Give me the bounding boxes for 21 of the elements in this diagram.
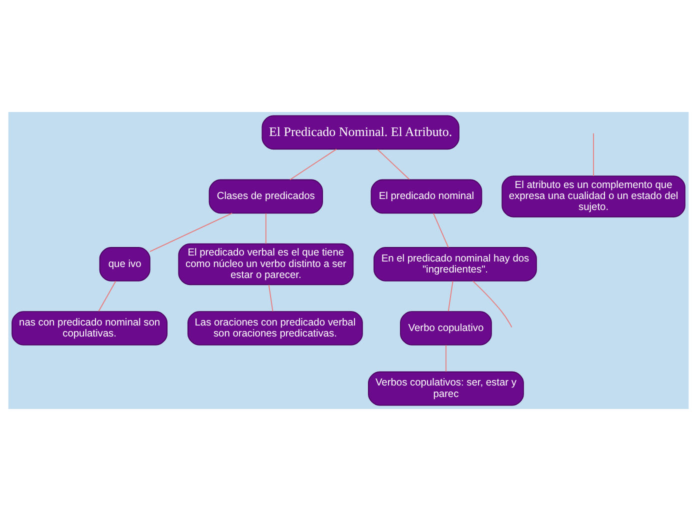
node-box: Clases de predicados <box>208 178 323 214</box>
connector <box>448 280 454 312</box>
node-box: nas con predicado nominal son copulativas. <box>12 310 168 345</box>
connector <box>98 280 116 312</box>
connector <box>268 284 274 312</box>
connector <box>265 212 266 244</box>
node-box: que ivo <box>99 246 150 281</box>
node-box: Las oraciones con predicado verbal son oraciones predicativas. <box>187 310 363 345</box>
node-box: El Predicado Nominal. El Atributo. <box>262 114 460 150</box>
connector <box>472 280 512 328</box>
connector <box>290 148 337 180</box>
connector <box>377 148 410 180</box>
node-box: El atributo es un complemento que expresa una cualidad o un estado del sujeto. <box>502 175 686 217</box>
node-box: En el predicado nominal hay dos "ingredientes". <box>374 246 537 281</box>
node-box: Verbos copulativos: ser, estar y parec <box>368 370 524 406</box>
node-box: El predicado nominal <box>370 178 482 214</box>
connector <box>593 132 594 176</box>
node-box: El predicado verbal es el que tiene como núcleo un verbo distinto a ser estar o parecer. <box>178 242 354 285</box>
connector <box>149 212 233 252</box>
connector <box>432 212 449 248</box>
node-box: Verbo copulativo <box>400 310 492 345</box>
